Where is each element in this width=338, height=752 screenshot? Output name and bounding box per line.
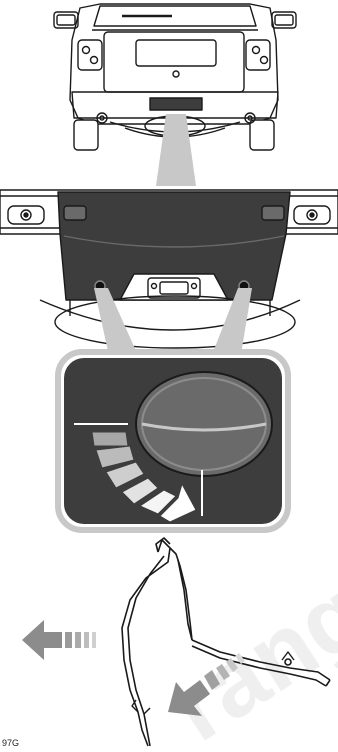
zoom-arrow-icon [156,114,196,186]
cover-release-detail [58,352,288,530]
watermark-text: range [153,530,338,752]
pull-arrow-left-icon [22,620,96,660]
bumper-detail-view [0,190,338,348]
towing-cover-small [150,98,202,110]
reference-code: 97G [2,738,19,748]
